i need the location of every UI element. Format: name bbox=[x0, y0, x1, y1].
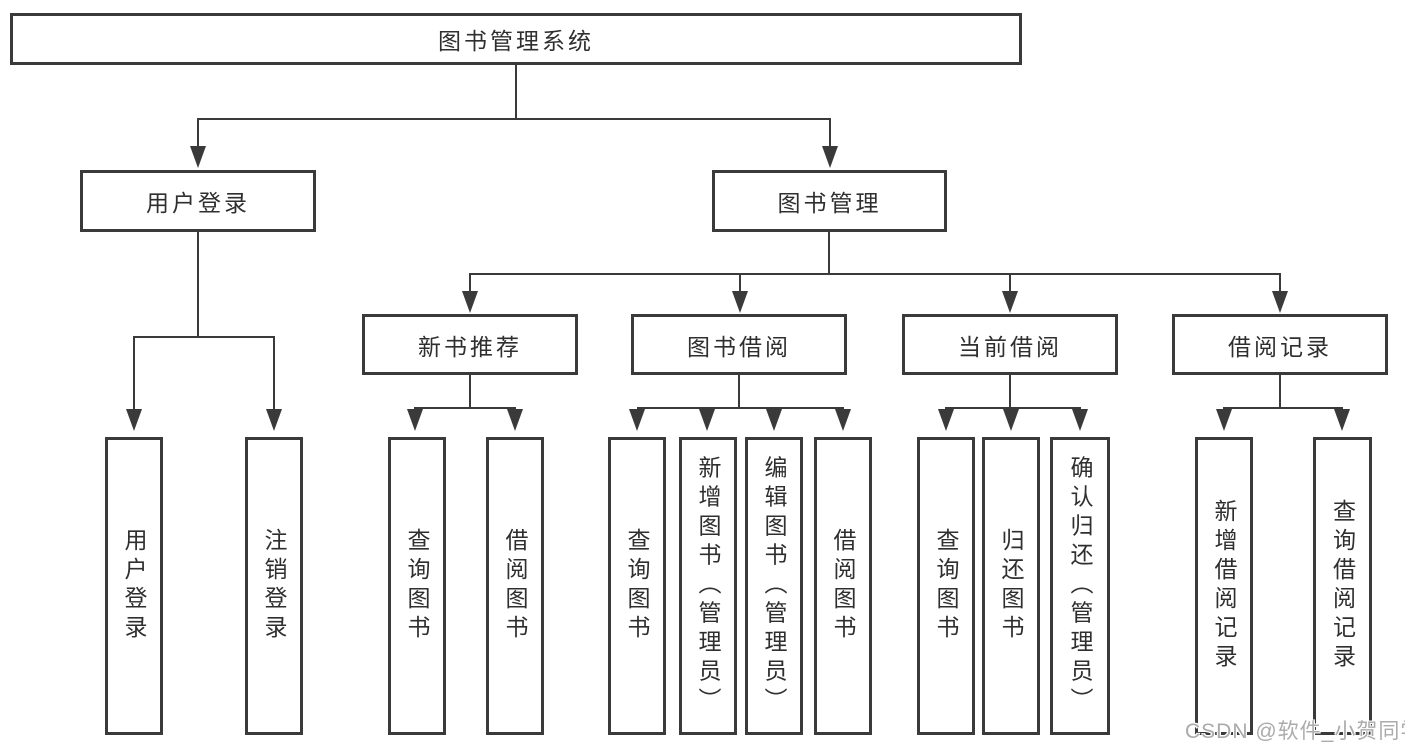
leaf-return-books: 归还图书 bbox=[982, 437, 1040, 735]
arrow-down-icon bbox=[190, 146, 206, 168]
arrow-down-icon bbox=[1272, 291, 1288, 313]
leaf-label: 查询图书 bbox=[404, 528, 430, 644]
arrow-down-icon bbox=[507, 409, 523, 431]
node-new-book-recommendation: 新书推荐 bbox=[362, 314, 578, 375]
connector-hline bbox=[133, 336, 275, 338]
connector-vline bbox=[515, 65, 517, 118]
connector-vline bbox=[469, 374, 471, 407]
arrow-down-icon bbox=[1072, 409, 1088, 431]
leaf-add-borrow-record: 新增借阅记录 bbox=[1195, 437, 1253, 735]
connector-vline bbox=[469, 273, 471, 291]
leaf-label: 借阅图书 bbox=[830, 528, 856, 644]
node-borrowing-records: 借阅记录 bbox=[1172, 314, 1388, 375]
connector-vline bbox=[197, 118, 199, 146]
connector-vline bbox=[738, 374, 740, 407]
connector-vline bbox=[273, 336, 275, 409]
csdn-watermark: CSDN @软件_小贺同学 bbox=[1185, 720, 1405, 743]
node-label: 图书管理系统 bbox=[438, 28, 594, 54]
arrow-down-icon bbox=[766, 409, 782, 431]
leaf-logout: 注销登录 bbox=[245, 437, 303, 735]
node-label: 新书推荐 bbox=[418, 333, 522, 360]
leaf-query-books-recommend: 查询图书 bbox=[388, 437, 446, 735]
leaf-label: 查询借阅记录 bbox=[1329, 499, 1356, 673]
node-label: 图书借阅 bbox=[687, 333, 791, 360]
arrow-down-icon bbox=[1003, 409, 1019, 431]
leaf-add-books-admin: 新增图书（管理员） bbox=[679, 437, 737, 735]
connector-vline bbox=[1009, 273, 1011, 291]
node-user-login: 用户登录 bbox=[80, 170, 316, 232]
connector-hline bbox=[1223, 407, 1343, 409]
connector-vline bbox=[1279, 374, 1281, 407]
leaf-query-books-borrowing: 查询图书 bbox=[608, 437, 666, 735]
leaf-label: 借阅图书 bbox=[502, 528, 528, 644]
node-label: 当前借阅 bbox=[958, 333, 1062, 360]
arrow-down-icon bbox=[126, 409, 142, 431]
node-book-borrowing: 图书借阅 bbox=[631, 314, 847, 375]
node-current-borrowing: 当前借阅 bbox=[902, 314, 1118, 375]
node-library-management-system: 图书管理系统 bbox=[10, 13, 1022, 65]
arrow-down-icon bbox=[699, 409, 715, 431]
leaf-label: 查询图书 bbox=[624, 528, 650, 644]
leaf-label: 确认归还（管理员） bbox=[1067, 455, 1093, 717]
connector-hline bbox=[197, 118, 831, 120]
arrow-down-icon bbox=[732, 291, 748, 313]
arrow-down-icon bbox=[938, 409, 954, 431]
leaf-borrow-books-recommend: 借阅图书 bbox=[486, 437, 544, 735]
connector-hline bbox=[469, 273, 1281, 275]
connector-vline bbox=[828, 232, 830, 275]
arrow-down-icon bbox=[266, 409, 282, 431]
arrow-down-icon bbox=[822, 146, 838, 168]
node-label: 借阅记录 bbox=[1228, 333, 1332, 360]
connector-hline bbox=[945, 407, 1081, 409]
leaf-query-borrow-record: 查询借阅记录 bbox=[1313, 437, 1372, 735]
connector-vline bbox=[1279, 273, 1281, 291]
leaf-label: 用户登录 bbox=[121, 528, 147, 644]
connector-vline bbox=[1009, 374, 1011, 407]
connector-vline bbox=[829, 118, 831, 146]
arrow-down-icon bbox=[1334, 409, 1350, 431]
leaf-label: 新增图书（管理员） bbox=[695, 455, 721, 717]
leaf-label: 查询图书 bbox=[933, 528, 959, 644]
connector-hline bbox=[637, 407, 844, 409]
leaf-label: 编辑图书（管理员） bbox=[761, 455, 787, 717]
arrow-down-icon bbox=[462, 291, 478, 313]
arrow-down-icon bbox=[835, 409, 851, 431]
leaf-confirm-return-admin: 确认归还（管理员） bbox=[1050, 437, 1110, 735]
node-label: 图书管理 bbox=[777, 190, 882, 216]
node-label: 用户登录 bbox=[146, 190, 250, 216]
arrow-down-icon bbox=[1216, 409, 1232, 431]
connector-hline bbox=[414, 407, 516, 409]
leaf-query-books-current: 查询图书 bbox=[917, 437, 975, 735]
connector-vline bbox=[133, 336, 135, 409]
arrow-down-icon bbox=[407, 409, 423, 431]
connector-vline bbox=[197, 232, 199, 338]
leaf-edit-books-admin: 编辑图书（管理员） bbox=[745, 437, 803, 735]
leaf-borrow-books: 借阅图书 bbox=[814, 437, 872, 735]
leaf-label: 归还图书 bbox=[998, 528, 1024, 644]
leaf-label: 新增借阅记录 bbox=[1211, 499, 1237, 673]
arrow-down-icon bbox=[1002, 291, 1018, 313]
node-book-management: 图书管理 bbox=[712, 170, 947, 232]
arrow-down-icon bbox=[629, 409, 645, 431]
leaf-label: 注销登录 bbox=[261, 528, 287, 644]
leaf-user-login: 用户登录 bbox=[105, 437, 163, 735]
connector-vline bbox=[739, 273, 741, 291]
